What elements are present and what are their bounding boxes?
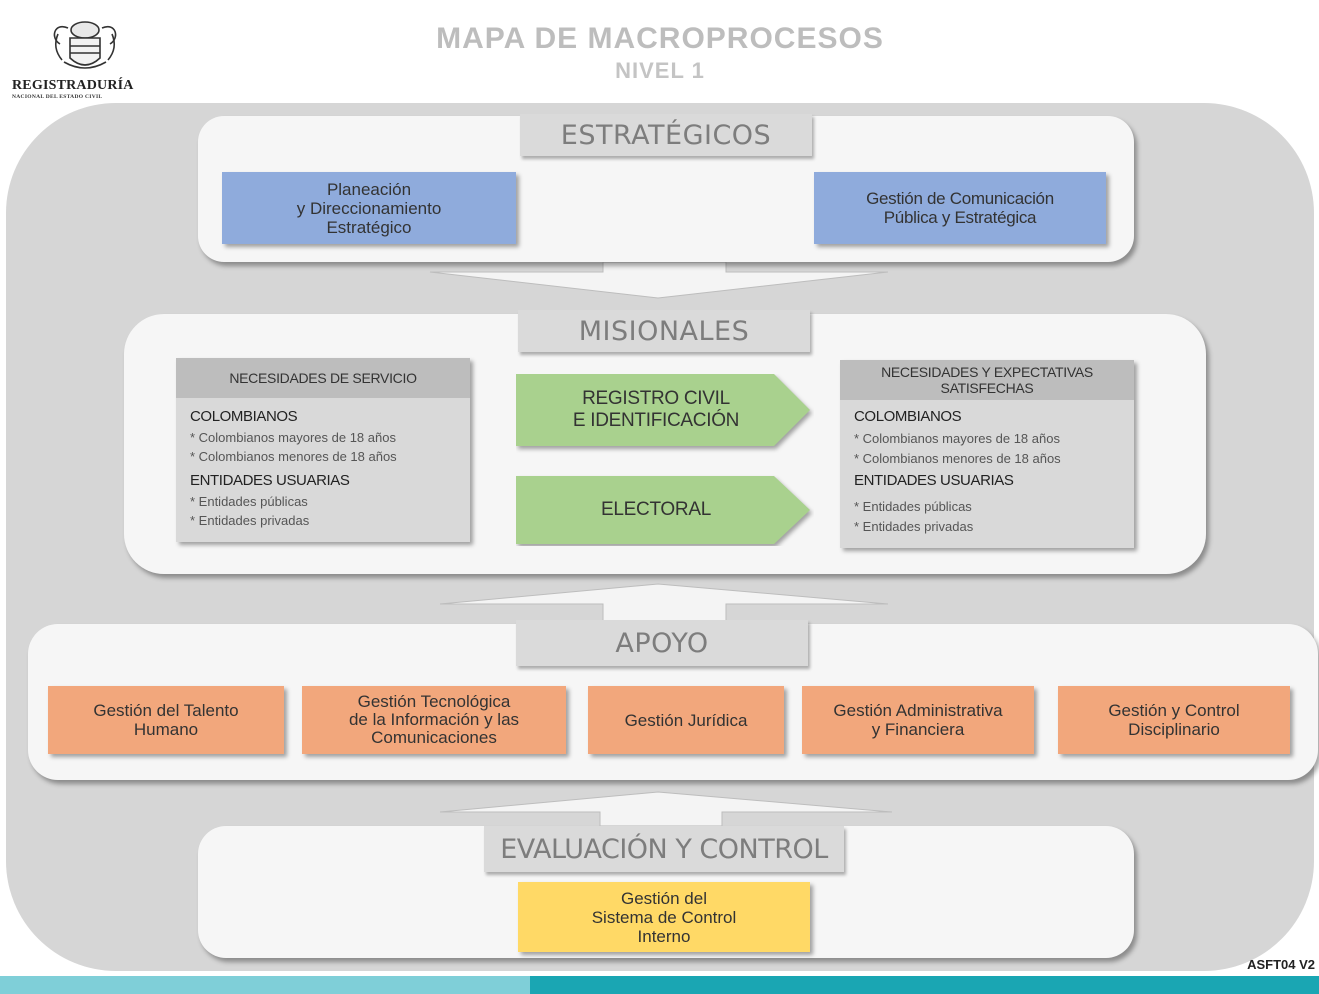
list-item: * Entidades públicas: [854, 499, 972, 514]
group-entidades: ENTIDADES USUARIAS: [190, 472, 350, 489]
process-label: REGISTRO CIVIL: [582, 388, 730, 409]
process-arrow-registro: [516, 374, 810, 446]
process-administrativa[interactable]: Gestión Administrativa y Financiera: [802, 686, 1034, 754]
process-label: Gestión del: [621, 888, 707, 908]
logo: REGISTRADURÍA NACIONAL DEL ESTADO CIVIL: [10, 8, 160, 108]
apoyo-header: APOYO: [516, 620, 808, 666]
estrategicos-header: ESTRATÉGICOS: [520, 114, 812, 156]
necesidades-satisfechas-title: NECESIDADES Y EXPECTATIVAS SATISFECHAS: [840, 360, 1134, 400]
process-label: Humano: [133, 720, 199, 739]
process-electoral[interactable]: ELECTORAL: [516, 476, 796, 544]
process-label: Estratégico: [326, 217, 412, 237]
process-label: Interno: [637, 926, 691, 946]
process-juridica[interactable]: Gestión Jurídica: [588, 686, 784, 754]
necesidades-satisfechas-box: NECESIDADES Y EXPECTATIVAS SATISFECHAS C…: [840, 360, 1134, 548]
process-tecnologica[interactable]: Gestión Tecnológica de la Información y …: [302, 686, 566, 754]
process-label: Gestión y Control: [1108, 701, 1240, 720]
list-item: * Colombianos mayores de 18 años: [854, 431, 1060, 446]
page-subtitle: NIVEL 1: [615, 58, 705, 83]
logo-text: REGISTRADURÍA: [12, 78, 134, 93]
process-label: Comunicaciones: [371, 728, 497, 747]
process-label: Gestión Administrativa: [833, 701, 1003, 720]
document-code: ASFT04 V2: [1247, 957, 1315, 972]
process-label: E IDENTIFICACIÓN: [572, 410, 740, 431]
process-label: Planeación: [326, 179, 412, 199]
process-label: Pública y Estratégica: [883, 208, 1037, 227]
process-label: Gestión Tecnológica: [357, 692, 511, 711]
process-registro-civil[interactable]: REGISTRO CIVIL E IDENTIFICACIÓN: [516, 374, 796, 446]
logo-subtext: NACIONAL DEL ESTADO CIVIL: [12, 94, 103, 100]
down-arrow: [429, 261, 889, 299]
list-item: * Colombianos mayores de 18 años: [190, 430, 396, 445]
process-label: y Financiera: [871, 720, 965, 739]
title-line: NECESIDADES Y EXPECTATIVAS: [881, 364, 1093, 380]
footer-band-dark: [530, 976, 1319, 994]
misional-process-shapes: [516, 374, 810, 544]
title-line: SATISFECHAS: [940, 380, 1034, 396]
group-colombianos: COLOMBIANOS: [854, 408, 962, 425]
coat-of-arms-icon: [53, 21, 117, 69]
process-label: de la Información y las: [348, 710, 520, 729]
process-label: Disciplinario: [1128, 720, 1220, 739]
process-label: Gestión de Comunicación: [866, 189, 1054, 208]
up-arrow-evaluacion: [439, 791, 893, 827]
process-comunicacion[interactable]: Gestión de Comunicación Pública y Estrat…: [814, 172, 1106, 244]
process-label: Sistema de Control: [591, 907, 737, 927]
necesidades-servicio-title: NECESIDADES DE SERVICIO: [176, 358, 470, 398]
up-arrow-apoyo: [439, 583, 889, 623]
process-disciplinario[interactable]: Gestión y Control Disciplinario: [1058, 686, 1290, 754]
process-label: Gestión del Talento: [93, 701, 239, 720]
process-planeacion[interactable]: Planeación y Direccionamiento Estratégic…: [222, 172, 516, 244]
process-arrow-electoral: [516, 476, 810, 544]
page-title: MAPA DE MACROPROCESOS: [436, 22, 884, 55]
list-item: * Colombianos menores de 18 años: [854, 451, 1061, 466]
list-item: * Entidades privadas: [190, 513, 310, 528]
list-item: * Colombianos menores de 18 años: [190, 449, 397, 464]
misionales-header: MISIONALES: [518, 310, 810, 352]
process-control-interno[interactable]: Gestión del Sistema de Control Interno: [518, 882, 810, 952]
process-talento-humano[interactable]: Gestión del Talento Humano: [48, 686, 284, 754]
list-item: * Entidades públicas: [190, 494, 308, 509]
evaluacion-header: EVALUACIÓN Y CONTROL: [484, 826, 844, 872]
group-entidades: ENTIDADES USUARIAS: [854, 472, 1014, 489]
list-item: * Entidades privadas: [854, 519, 974, 534]
process-label: Gestión Jurídica: [624, 710, 748, 730]
process-label: y Direccionamiento: [296, 198, 442, 218]
necesidades-servicio-box: NECESIDADES DE SERVICIO COLOMBIANOS * Co…: [176, 358, 470, 542]
group-colombianos: COLOMBIANOS: [190, 408, 298, 425]
process-label: ELECTORAL: [601, 499, 711, 520]
